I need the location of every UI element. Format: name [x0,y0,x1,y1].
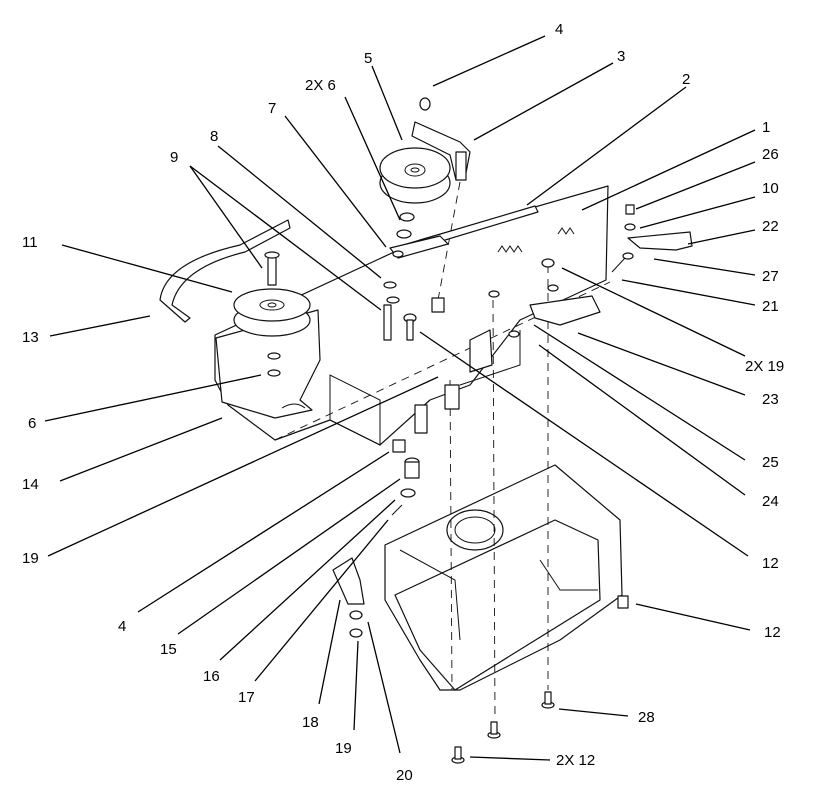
callout-12-right: 12 [764,624,781,641]
callout-24: 24 [762,493,779,510]
bracket-25 [469,290,520,373]
callout-2: 2 [682,71,690,88]
callout-13: 13 [22,329,39,346]
callout-22: 22 [762,218,779,235]
pulley-11 [233,251,311,377]
callout-19: 19 [22,550,39,567]
callout-12: 12 [762,555,779,572]
callout-25: 25 [762,454,779,471]
callout-28: 28 [638,709,655,726]
callout-5: 5 [364,50,372,67]
callout-17: 17 [238,689,255,706]
springs-1 [497,227,575,253]
callout-14: 14 [22,476,39,493]
callout-9: 9 [170,149,178,166]
callout-23: 23 [762,391,779,408]
callout-20: 20 [396,767,413,784]
callout-19-bottom: 19 [335,740,352,757]
callout-2x6: 2X 6 [305,77,336,94]
leader-lines [44,35,756,761]
callout-4-top: 4 [555,21,563,38]
idler-pulley-5 [379,147,451,204]
callout-1: 1 [762,119,770,136]
bracket-14 [215,309,321,419]
callout-15: 15 [160,641,177,658]
bolts-12-28 [451,595,629,764]
callout-4-bottom: 4 [118,618,126,635]
callout-2x12: 2X 12 [556,752,595,769]
belt-13 [159,219,291,323]
hardware-7-8-9 [383,281,445,341]
callout-2x19: 2X 19 [745,358,784,375]
chute-housing [384,265,623,721]
callout-10: 10 [762,180,779,197]
callout-6: 6 [28,415,36,432]
idler-arm-3 [411,97,471,301]
bracket-23 [529,258,601,326]
callout-26: 26 [762,146,779,163]
callout-27: 27 [762,268,779,285]
callout-labels: 1 2 3 4 5 2X 6 7 8 9 26 10 11 22 27 21 1… [22,21,784,784]
callout-7: 7 [268,100,276,117]
rod-2 [389,205,539,259]
bracket-18 [332,557,365,638]
callout-18: 18 [302,714,319,731]
hardware-15-16-17 [391,384,460,516]
callout-8: 8 [210,128,218,145]
callout-3: 3 [617,48,625,65]
callout-11: 11 [22,234,38,251]
bracket-22 [611,204,693,273]
callout-21: 21 [762,298,779,315]
callout-16: 16 [203,668,220,685]
